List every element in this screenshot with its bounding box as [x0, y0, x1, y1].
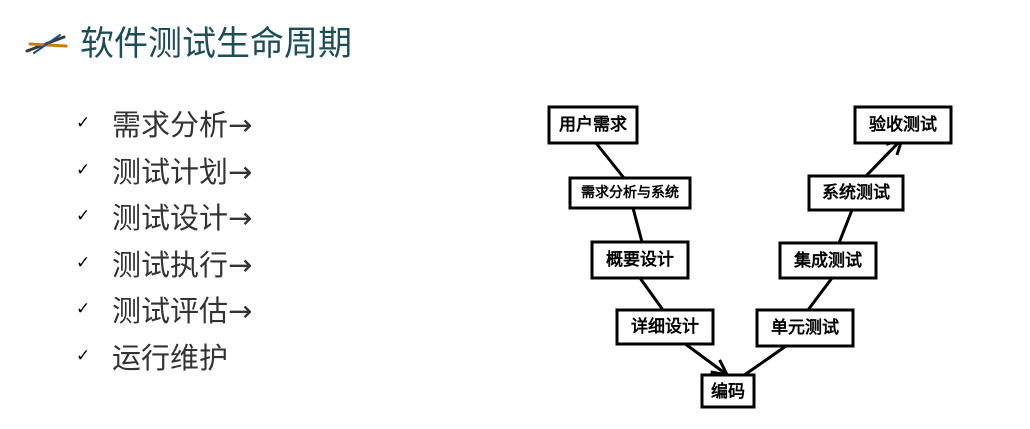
checkmark-icon: ✓ — [76, 206, 91, 227]
node-label: 用户需求 — [559, 114, 627, 135]
node-label: 单元测试 — [771, 317, 839, 338]
node-system-test: 系统测试 — [807, 174, 905, 212]
slide-title: 软件测试生命周期 — [80, 24, 352, 64]
connector-system-to-acceptance — [864, 140, 901, 178]
list-item: ✓ 测试设计→ — [76, 193, 252, 240]
list-item-text: 测试设计→ — [112, 201, 253, 236]
checkmark-icon: ✓ — [76, 299, 91, 320]
node-label: 编码 — [711, 381, 745, 402]
list-item-text: 运行维护 — [112, 340, 229, 375]
node-label: 需求分析与系统 — [581, 184, 679, 201]
node-label: 集成测试 — [793, 250, 862, 271]
node-coding: 编码 — [700, 373, 756, 409]
connector-integration-to-system — [837, 209, 854, 244]
node-requirements-system: 需求分析与系统 — [568, 176, 692, 210]
node-unit-test: 单元测试 — [755, 308, 855, 348]
connector-detailed-to-coding — [683, 341, 726, 374]
list-item-text: 需求分析→ — [112, 108, 253, 143]
node-label: 系统测试 — [822, 182, 890, 203]
connector-outline-to-detailed — [638, 277, 665, 311]
list-item-text: 测试执行→ — [112, 247, 253, 282]
list-item: ✓ 测试计划→ — [76, 147, 252, 194]
node-acceptance-test: 验收测试 — [853, 105, 953, 145]
node-outline-design: 概要设计 — [590, 240, 690, 280]
connector-coding-to-unit — [742, 344, 787, 378]
node-label: 概要设计 — [606, 249, 674, 270]
checkmark-icon: ✓ — [76, 113, 91, 134]
checkmark-icon: ✓ — [76, 252, 91, 273]
node-integration-test: 集成测试 — [778, 241, 878, 280]
node-label: 详细设计 — [631, 316, 699, 337]
node-label: 验收测试 — [869, 114, 937, 135]
list-item-text: 测试评估→ — [112, 294, 253, 329]
node-detailed-design: 详细设计 — [615, 308, 715, 346]
checkmark-icon: ✓ — [76, 159, 91, 180]
list-item: ✓ 运行维护 — [76, 333, 252, 380]
lifecycle-list: ✓ 需求分析→ ✓ 测试计划→ ✓ 测试设计→ ✓ 测试执行→ ✓ 测试评估→ … — [76, 100, 252, 379]
node-user-requirements: 用户需求 — [547, 105, 639, 145]
list-item-text: 测试计划→ — [112, 154, 253, 189]
list-item: ✓ 测试评估→ — [76, 286, 252, 333]
pen-icon — [25, 34, 68, 54]
list-item: ✓ 需求分析→ — [76, 100, 252, 147]
checkmark-icon: ✓ — [76, 345, 91, 366]
list-item: ✓ 测试执行→ — [76, 240, 252, 287]
connector-unit-to-integration — [806, 277, 834, 311]
connector-requirements-to-outline — [631, 207, 644, 243]
connector-user-to-requirements — [594, 142, 626, 179]
